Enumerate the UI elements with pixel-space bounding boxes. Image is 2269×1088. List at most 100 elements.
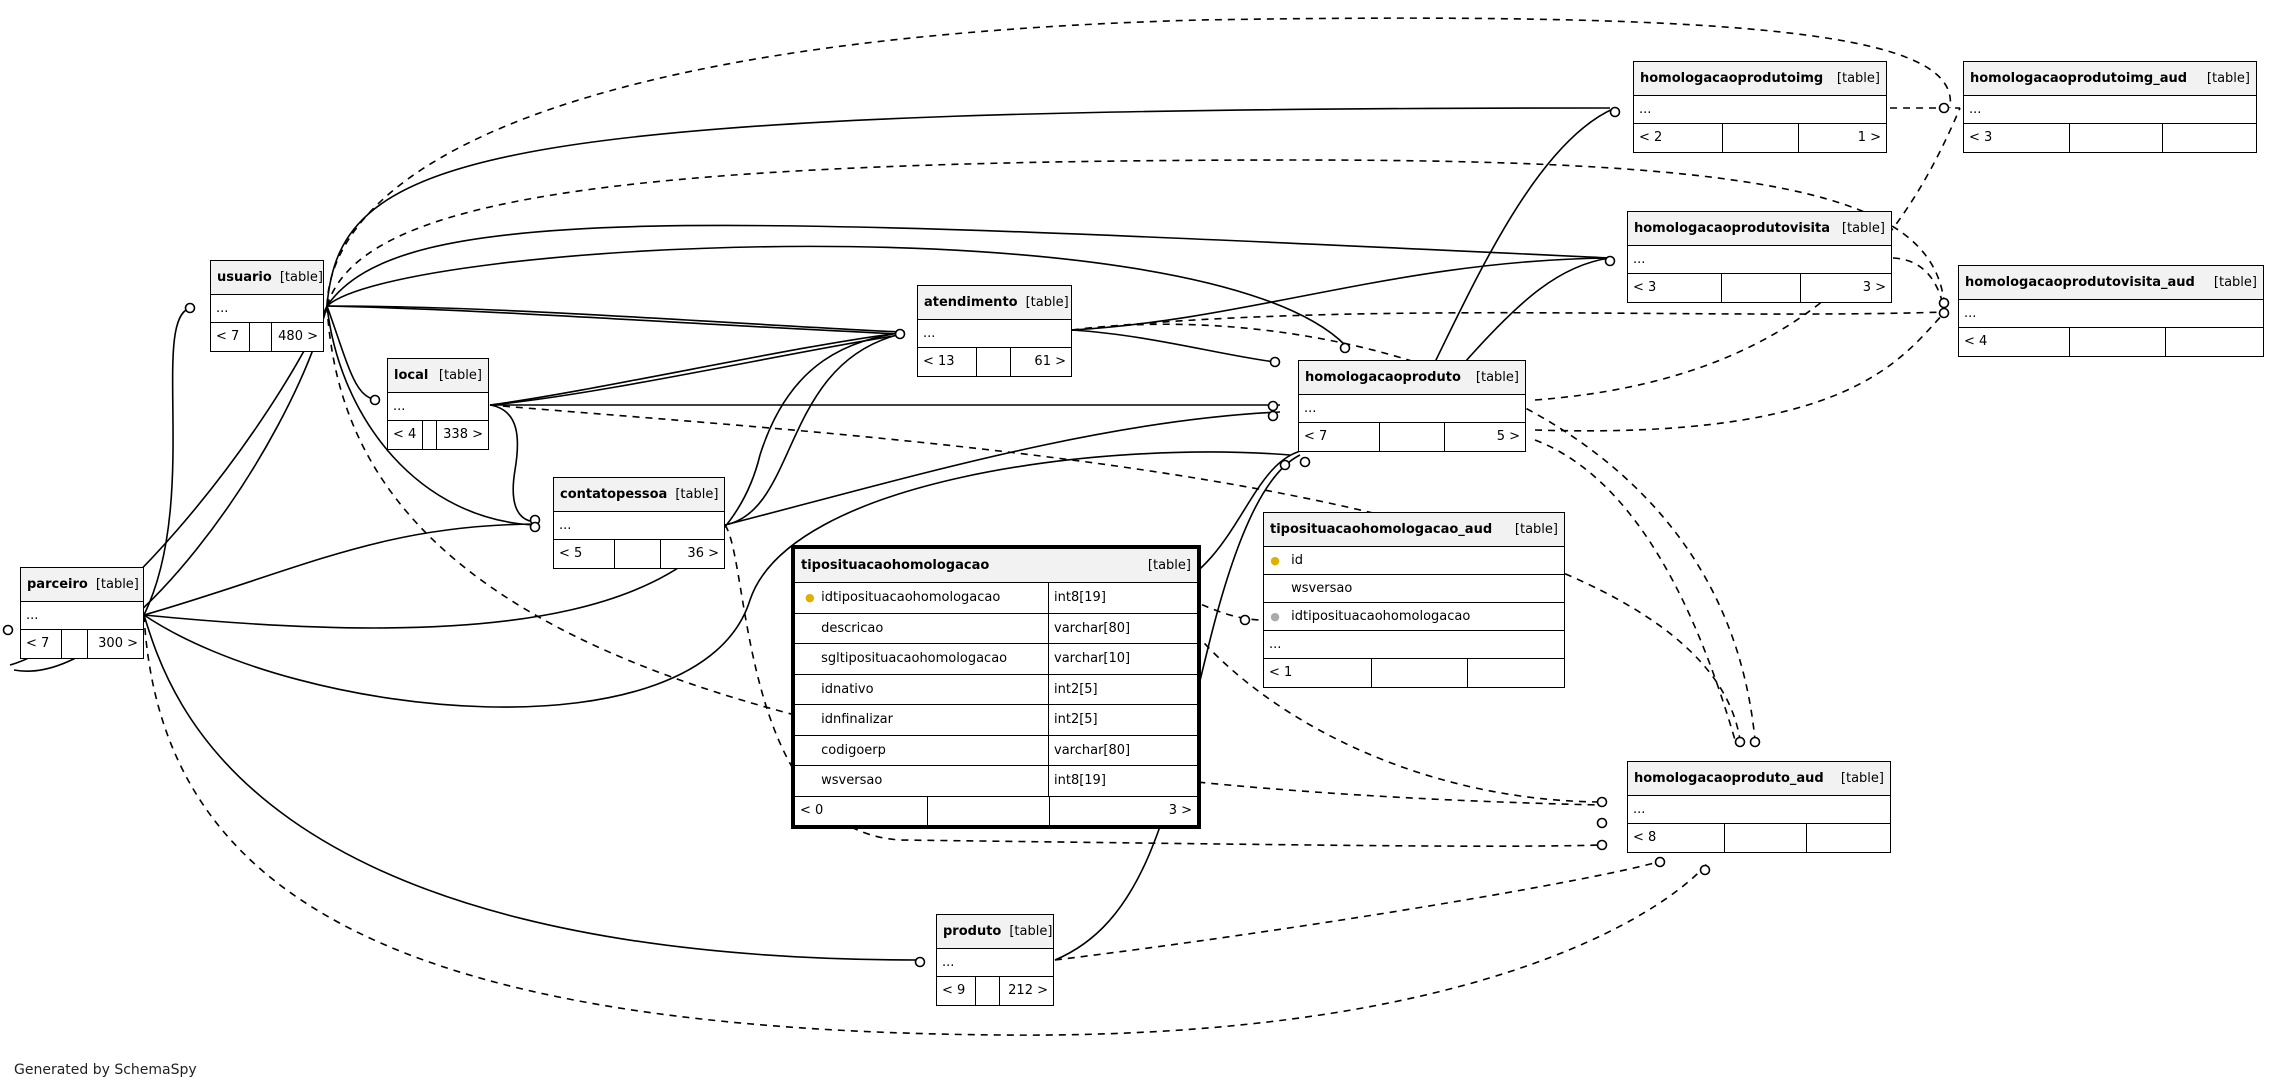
column-type: varchar[80]	[1054, 742, 1131, 758]
child-count: 3 >	[1049, 796, 1197, 825]
table-homologacaoprodutovisita-aud[interactable]: homologacaoprodutovisita_aud[table] ... …	[1958, 265, 2264, 357]
table-header: tiposituacaohomologacao[table]	[795, 549, 1197, 582]
child-count	[1806, 824, 1890, 852]
column-row: ● idtiposituacaohomologacao	[1264, 602, 1564, 630]
relationship-counts: < 7 300 >	[21, 629, 143, 658]
table-name: homologacaoproduto	[1305, 370, 1461, 385]
table-type: [table]	[1147, 558, 1191, 573]
column-name: wsversao	[821, 773, 883, 788]
row-count	[61, 630, 87, 658]
edge-homologacaoproduto-visita-aud	[1534, 311, 1946, 432]
parent-count: < 5	[559, 546, 583, 561]
table-type: [table]	[1836, 71, 1880, 86]
column-name-cell: ● idtiposituacaohomologacao	[795, 583, 1049, 613]
table-name: homologacaoprodutoimg	[1640, 71, 1824, 86]
row-count	[2069, 328, 2165, 356]
row-count	[1379, 423, 1444, 451]
row-count	[614, 540, 660, 568]
edge-parceiro-homologacaoproduto	[143, 451, 1291, 708]
row-count	[1371, 659, 1467, 687]
table-type: [table]	[95, 577, 139, 592]
table-header: usuario[table]	[211, 261, 323, 294]
table-header: homologacaoprodutoimg_aud[table]	[1964, 62, 2256, 95]
generator-credit: Generated by SchemaSpy	[14, 1062, 197, 1078]
table-name: atendimento	[924, 295, 1018, 310]
column-name-cell: idnfinalizar	[795, 705, 1049, 735]
edge-usuario-atendimento-2	[326, 305, 901, 335]
edge-usuario-img-aud	[326, 17, 1952, 307]
relationship-counts: < 3	[1964, 123, 2256, 152]
column-type: int2[5]	[1054, 712, 1098, 727]
edge-contatopessoa-homologacaoproduto	[724, 411, 1281, 526]
table-name: contatopessoa	[560, 487, 668, 502]
column-name: wsversao	[1291, 581, 1353, 596]
row-count	[976, 348, 1010, 376]
table-type: [table]	[2213, 275, 2257, 290]
table-tiposituacaohomologacao[interactable]: tiposituacaohomologacao[table] ● idtipos…	[791, 545, 1201, 829]
collapsed-columns: ...	[1264, 630, 1564, 658]
child-count: 61 >	[1010, 348, 1071, 376]
parent-count: < 7	[26, 636, 50, 651]
table-header: homologacaoprodutovisita[table]	[1628, 212, 1891, 245]
table-header: homologacaoprodutovisita_aud[table]	[1959, 266, 2263, 299]
column-name: idtiposituacaohomologacao	[1291, 609, 1471, 624]
edge-local-atendimento-2	[489, 334, 901, 406]
row-count	[249, 323, 271, 351]
parent-count: < 7	[1304, 429, 1328, 444]
parent-count: < 3	[1633, 280, 1657, 295]
table-type: [table]	[1009, 924, 1053, 939]
table-header: homologacaoproduto[table]	[1299, 361, 1525, 394]
parent-count: < 4	[1964, 334, 1988, 349]
edge-parceiro-usuario	[143, 307, 191, 616]
table-name: local	[394, 368, 429, 383]
parent-count: < 1	[1269, 665, 1293, 680]
column-row: ● id	[1264, 546, 1564, 574]
edge-homologacaoproduto-img-aud	[1534, 107, 1961, 401]
table-type: [table]	[1025, 295, 1069, 310]
edge-contatopessoa-homprod-aud	[724, 524, 1601, 847]
column-type: int8[19]	[1054, 590, 1106, 605]
row-count	[2069, 124, 2162, 152]
child-count: 36 >	[660, 540, 724, 568]
table-header: atendimento [table]	[918, 286, 1071, 319]
collapsed-columns: ...	[1959, 299, 2263, 327]
table-tiposituacaohomologacao-aud[interactable]: tiposituacaohomologacao_aud[table] ● id …	[1263, 512, 1565, 688]
table-homologacaoproduto-aud[interactable]: homologacaoproduto_aud[table] ... < 8	[1627, 761, 1891, 853]
row-count	[1721, 274, 1800, 302]
table-header: contatopessoa[table]	[554, 478, 724, 511]
column-type: int8[19]	[1054, 773, 1106, 788]
collapsed-columns: ...	[21, 601, 143, 629]
edge-usuario-parceiro-2	[13, 305, 328, 672]
row-count	[975, 977, 999, 1005]
child-count: 212 >	[999, 977, 1053, 1005]
edge-usuario-homologacaoprodutoimg	[326, 107, 1611, 307]
table-type: [table]	[438, 368, 482, 383]
table-name: tiposituacaohomologacao_aud	[1270, 522, 1493, 537]
collapsed-columns: ...	[1628, 795, 1890, 823]
parent-count: < 9	[942, 983, 966, 998]
relationship-counts: < 4	[1959, 327, 2263, 356]
table-homologacaoprodutoimg-aud[interactable]: homologacaoprodutoimg_aud[table] ... < 3	[1963, 61, 2257, 153]
child-count: 300 >	[87, 630, 143, 658]
column-name: codigoerp	[821, 742, 886, 758]
row-count	[422, 421, 436, 449]
table-name: homologacaoprodutovisita	[1634, 221, 1831, 236]
edge-produto-homologacaoproduto	[1054, 454, 1301, 961]
parent-count: < 7	[216, 329, 240, 344]
edge-homologacaoproduto-homprod-aud	[1534, 439, 1736, 741]
